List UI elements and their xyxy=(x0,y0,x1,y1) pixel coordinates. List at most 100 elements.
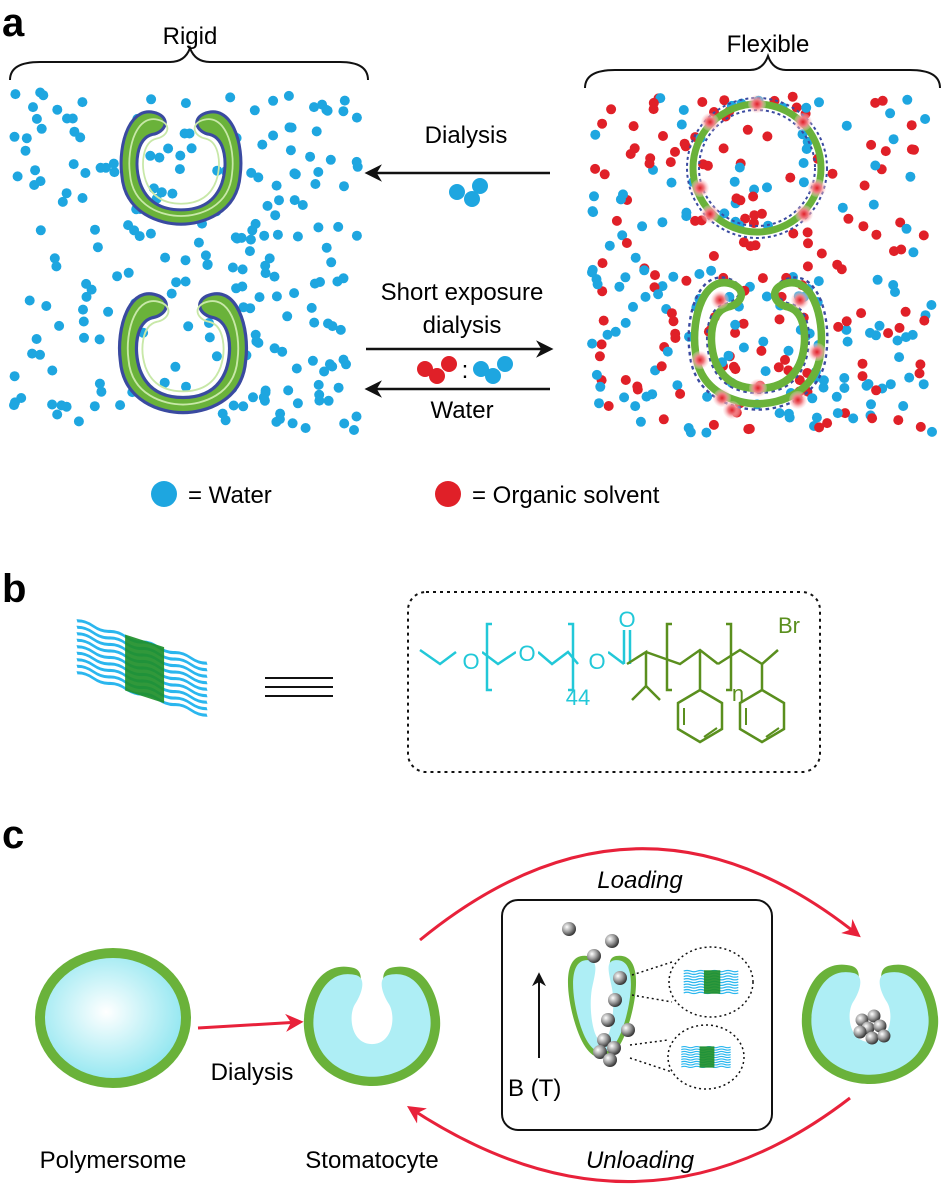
water-dot xyxy=(167,188,178,199)
water-dot xyxy=(719,208,730,219)
solvent-glow-point xyxy=(691,351,709,369)
solvent-dot xyxy=(749,210,760,221)
water-dot xyxy=(145,228,156,239)
water-dot xyxy=(892,335,903,346)
water-dot xyxy=(620,317,631,328)
solvent-dot xyxy=(603,401,614,411)
water-dot xyxy=(47,365,58,376)
water-dot xyxy=(283,90,294,101)
water-dot xyxy=(180,255,191,266)
water-dot xyxy=(306,302,317,313)
water-dot xyxy=(211,351,222,362)
ps-core xyxy=(699,1046,715,1068)
water-dot xyxy=(123,267,134,278)
water-dot xyxy=(96,386,107,397)
ps-core xyxy=(125,634,165,704)
water-dot xyxy=(264,253,275,264)
nanoparticle xyxy=(853,1025,867,1039)
nanoparticle xyxy=(873,1019,887,1033)
water-dot xyxy=(259,230,270,241)
legend-water-text: = Water xyxy=(188,482,272,509)
water-dot xyxy=(351,230,362,241)
water-dot xyxy=(35,349,45,360)
water-dot xyxy=(160,252,171,263)
water-dot xyxy=(9,131,20,142)
water-dot xyxy=(729,176,740,187)
solvent-dot xyxy=(788,228,799,239)
water-dot xyxy=(28,102,38,113)
polymersome-icon xyxy=(35,948,191,1088)
rigid-brace xyxy=(9,45,369,81)
solvent-glow-point xyxy=(701,205,719,223)
water-dot xyxy=(618,189,628,200)
water-dot xyxy=(594,398,604,409)
solvent-dot xyxy=(843,213,854,224)
ps-core xyxy=(703,970,721,994)
water-dot xyxy=(20,145,31,156)
panel-b-label: b xyxy=(2,567,26,611)
water-dot xyxy=(762,182,772,193)
water-dot xyxy=(587,267,597,278)
water-dot xyxy=(31,334,42,344)
nanoparticle xyxy=(867,1009,881,1023)
ps-repeat-subscript: n xyxy=(732,681,744,706)
legend-solvent-text: = Organic solvent xyxy=(472,482,660,509)
bromine-atom: Br xyxy=(778,613,800,638)
water-dot xyxy=(227,262,238,273)
oxygen-backdrop-2 xyxy=(516,642,538,664)
solvent-dot xyxy=(658,131,668,141)
water-dot xyxy=(238,302,249,313)
water-dot xyxy=(694,269,705,279)
water-dot xyxy=(237,264,248,275)
water-dot xyxy=(300,423,311,433)
water-dot xyxy=(89,401,100,412)
solvent-dot xyxy=(748,191,759,202)
structure-box xyxy=(407,591,821,773)
water-dot xyxy=(112,271,123,282)
solvent-glow-point xyxy=(691,179,709,197)
water-dot xyxy=(926,300,937,310)
solvent-glow-point xyxy=(749,379,767,397)
oxygen-backdrop-4 xyxy=(616,608,638,630)
water-dot xyxy=(908,247,919,258)
water-dot xyxy=(200,250,211,261)
solvent-dot xyxy=(880,146,891,157)
solvent-dot xyxy=(743,424,754,435)
legend-solvent-dot xyxy=(435,481,461,507)
water-dot xyxy=(282,311,293,322)
solvent-dot xyxy=(883,328,894,339)
water-dot xyxy=(837,202,848,213)
water-dot xyxy=(333,221,344,232)
water-dot xyxy=(323,395,334,406)
water-dot xyxy=(248,392,258,403)
water-dot xyxy=(95,162,106,173)
arrow-short-exposure-label: Short exposure xyxy=(381,279,544,306)
solvent-glow-point xyxy=(723,401,741,419)
water-dot xyxy=(313,379,324,390)
solvent-dot xyxy=(871,385,882,396)
water-dot xyxy=(78,316,89,327)
water-dot xyxy=(277,346,288,357)
water-dot xyxy=(250,218,261,229)
water-dot xyxy=(146,94,157,105)
solvent-dot xyxy=(606,104,617,115)
water-dot xyxy=(175,150,186,161)
solvent-glow-point xyxy=(789,391,807,409)
water-dot xyxy=(630,401,641,412)
water-dot xyxy=(657,217,668,228)
water-dot xyxy=(272,229,283,240)
solvent-dot xyxy=(590,163,601,174)
solvent-dot xyxy=(859,180,870,191)
solvent-dot xyxy=(632,384,643,395)
arrow-dialysis-label: Dialysis xyxy=(425,122,508,149)
water-dot xyxy=(841,324,852,335)
solvent-glow-point xyxy=(808,179,826,197)
water-dot xyxy=(927,426,937,437)
water-dot xyxy=(254,292,265,303)
water-dot xyxy=(681,207,692,218)
water-dot xyxy=(591,369,602,380)
water-dot xyxy=(314,395,325,406)
water-dot xyxy=(77,193,88,203)
solvent-dot xyxy=(867,413,878,424)
water-dot xyxy=(868,199,879,210)
